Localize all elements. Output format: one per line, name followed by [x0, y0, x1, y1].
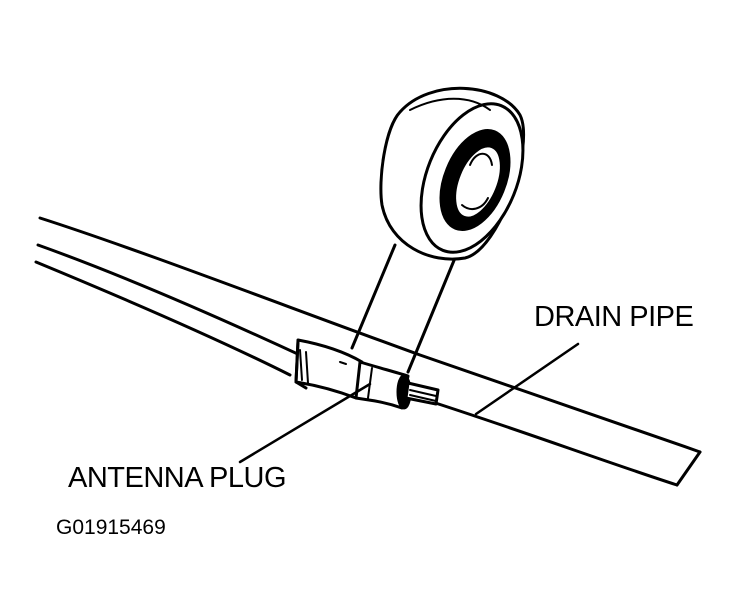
drain-pipe-leader — [474, 342, 580, 416]
leader-lines — [238, 342, 580, 464]
antenna-plug-leader — [238, 382, 372, 464]
tape-wrap — [294, 338, 364, 400]
tape-roll — [379, 86, 526, 261]
drain-pipe — [34, 216, 702, 487]
antenna-plug-label: ANTENNA PLUG — [68, 462, 287, 494]
drain-pipe-label: DRAIN PIPE — [534, 301, 694, 333]
tape-strip — [350, 243, 457, 374]
figure-code: G01915469 — [56, 516, 166, 539]
